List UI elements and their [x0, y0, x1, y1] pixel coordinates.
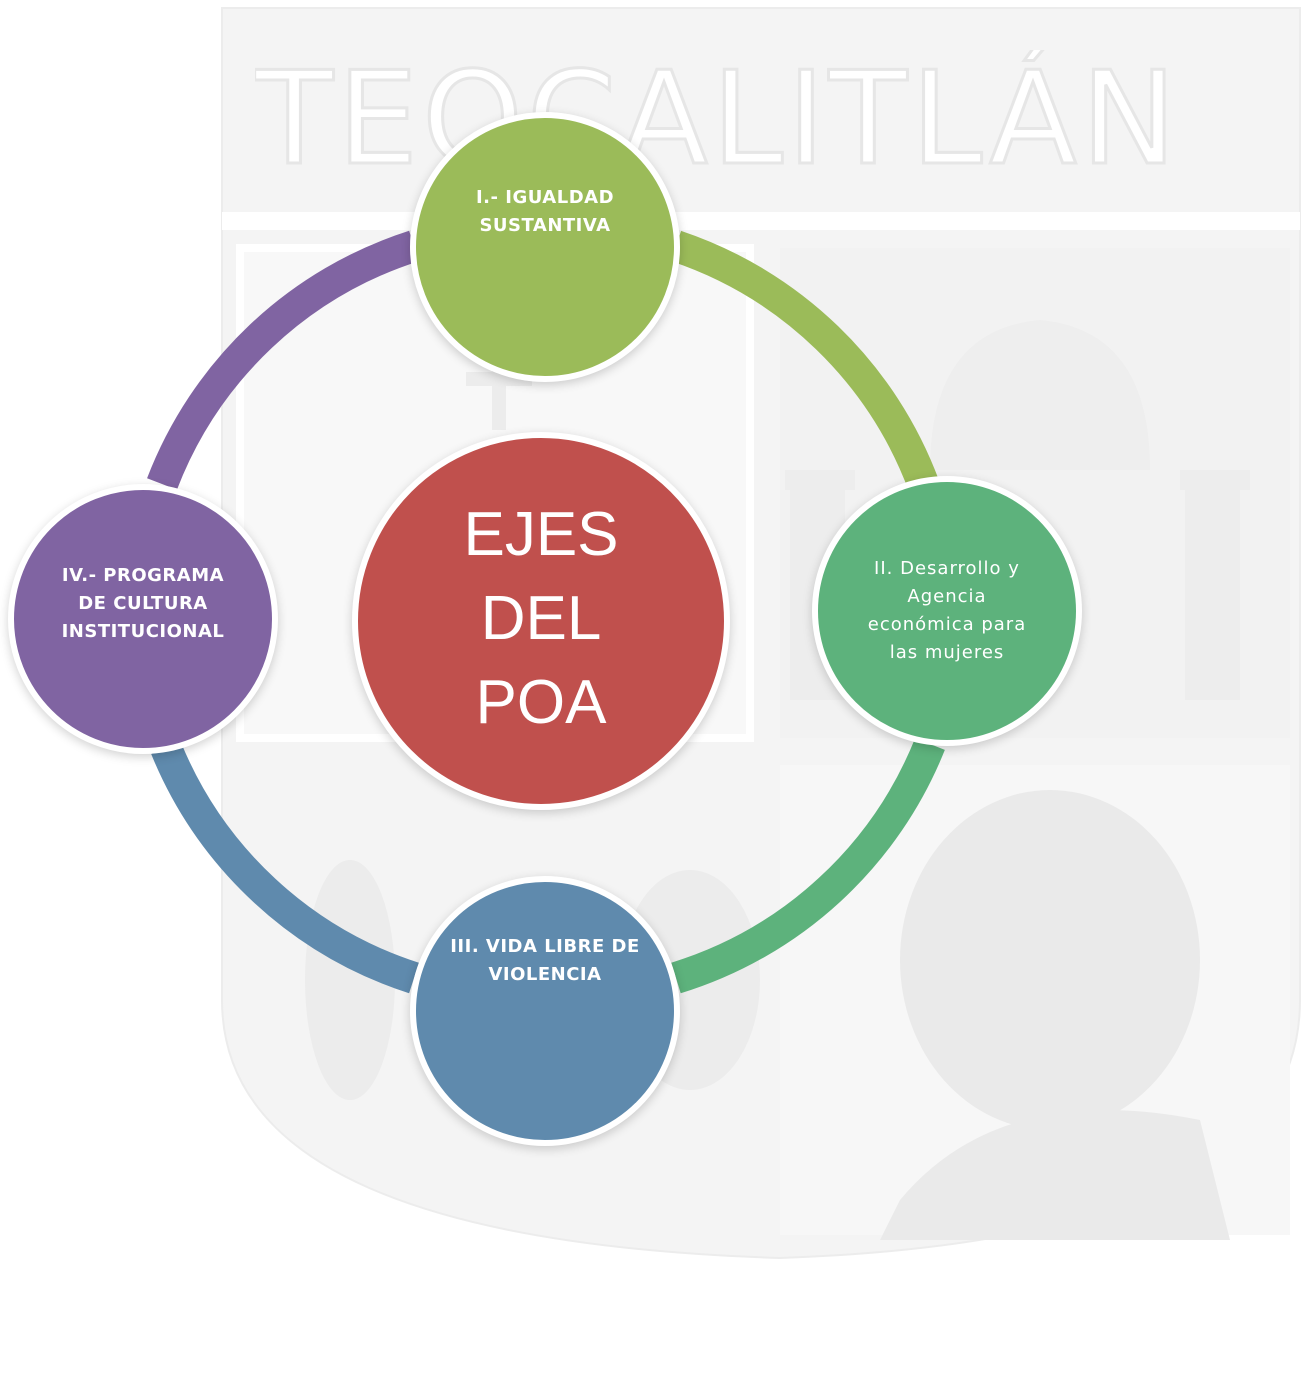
- arc-bottom-left: [151, 741, 419, 994]
- node-bottom-label: III. VIDA LIBRE DE VIOLENCIA: [450, 936, 640, 985]
- portrait-icon: [880, 790, 1230, 1240]
- node-right-label: II. Desarrollo y Agencia económica para …: [867, 558, 1027, 663]
- watermark-title: TEOCALITLÁN: [255, 50, 1181, 190]
- arc-left-top: [147, 230, 419, 490]
- arc-right-bottom: [671, 738, 945, 994]
- node-vida-libre-violencia: III. VIDA LIBRE DE VIOLENCIA: [410, 876, 680, 1146]
- node-desarrollo-agencia: II. Desarrollo y Agencia económica para …: [812, 476, 1082, 746]
- node-cultura-institucional: IV.- PROGRAMA DE CULTURA INSTITUCIONAL: [8, 484, 278, 754]
- arch-icon: [930, 320, 1150, 470]
- node-top-label: I.- IGUALDAD SUSTANTIVA: [475, 187, 615, 236]
- columns-icon: [785, 470, 1250, 700]
- arc-top-right: [670, 230, 939, 492]
- node-left-label: IV.- PROGRAMA DE CULTURA INSTITUCIONAL: [61, 565, 225, 642]
- center-label: EJES DEL POA: [463, 500, 619, 737]
- node-igualdad-sustantiva: I.- IGUALDAD SUSTANTIVA: [410, 112, 680, 382]
- center-node-ejes-del-poa: EJES DEL POA: [352, 432, 730, 810]
